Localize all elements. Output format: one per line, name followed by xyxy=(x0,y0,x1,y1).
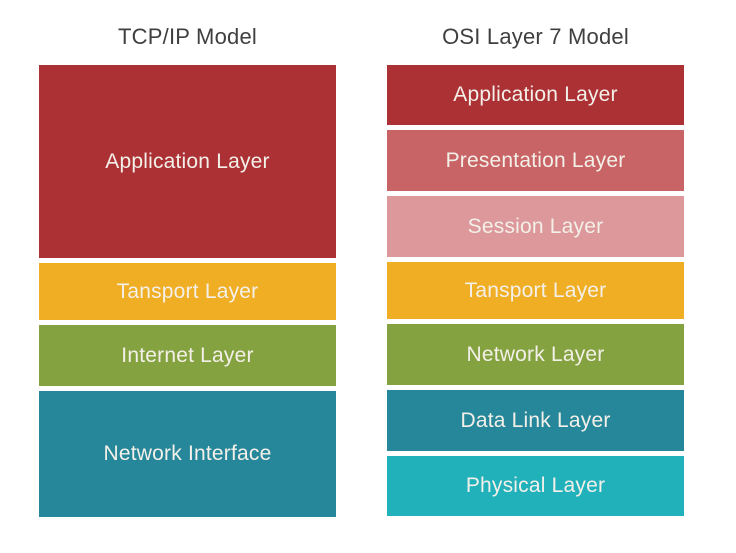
tcpip-application-layer-box: Application Layer xyxy=(39,65,336,258)
tcpip-transport-layer-label: Tansport Layer xyxy=(116,279,259,303)
osi-application-layer-label: Application Layer xyxy=(453,83,618,106)
osi-session-layer-box: Session Layer xyxy=(387,196,684,257)
osi-data-link-layer-label: Data Link Layer xyxy=(460,408,611,432)
osi-transport-layer-box: Tansport Layer xyxy=(387,262,684,319)
osi-column-title: OSI Layer 7 Model xyxy=(442,24,629,49)
osi-network-layer-box: Network Layer xyxy=(387,324,684,385)
tcpip-layer-stack: Application Layer Tansport Layer Interne… xyxy=(39,65,336,517)
osi-data-link-layer-box: Data Link Layer xyxy=(387,390,684,451)
osi-layer-stack: Application Layer Presentation Layer Ses… xyxy=(387,65,684,516)
osi-physical-layer-box: Physical Layer xyxy=(387,456,684,516)
osi-presentation-layer-label: Presentation Layer xyxy=(445,148,626,172)
osi-network-layer-label: Network Layer xyxy=(466,342,605,366)
tcpip-transport-layer-box: Tansport Layer xyxy=(39,263,336,320)
tcpip-column-title: TCP/IP Model xyxy=(118,24,257,49)
tcpip-application-layer-label: Application Layer xyxy=(105,149,270,173)
tcpip-network-interface-label: Network Interface xyxy=(103,442,272,465)
osi-presentation-layer-box: Presentation Layer xyxy=(387,130,684,191)
tcpip-internet-layer-box: Internet Layer xyxy=(39,325,336,386)
osi-transport-layer-label: Tansport Layer xyxy=(464,278,607,302)
osi-session-layer-label: Session Layer xyxy=(467,214,604,238)
tcpip-network-interface-box: Network Interface xyxy=(39,391,336,517)
osi-physical-layer-label: Physical Layer xyxy=(465,474,606,497)
tcpip-internet-layer-label: Internet Layer xyxy=(121,343,254,367)
osi-application-layer-box: Application Layer xyxy=(387,65,684,125)
